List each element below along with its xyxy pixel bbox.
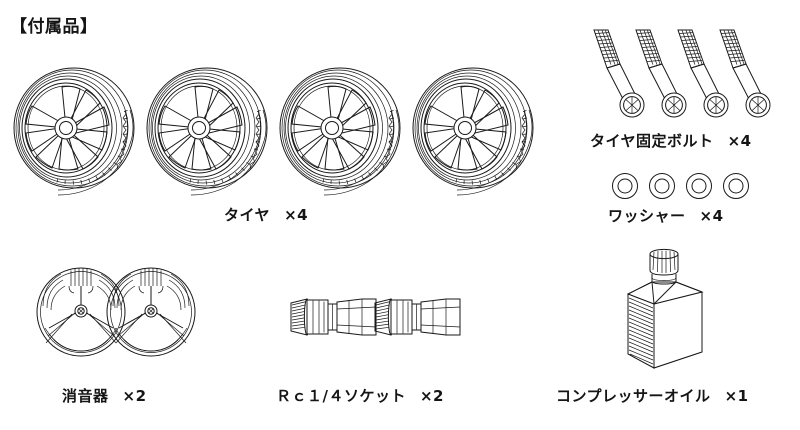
tire-label: タイヤ ×4 — [224, 204, 308, 225]
tire-fixing-bolt-label: タイヤ固定ボルト ×4 — [590, 130, 752, 151]
washer-label: ワッシャー ×4 — [608, 205, 724, 226]
washer-quantity: ×4 — [699, 207, 724, 225]
muffler-name: 消音器 — [62, 387, 109, 405]
tire-quantity: ×4 — [284, 206, 309, 224]
muffler-quantity: ×2 — [122, 387, 147, 405]
muffler-group — [36, 266, 196, 358]
compressor-oil-name: コンプレッサーオイル — [556, 387, 711, 405]
bolt-group — [592, 28, 771, 120]
tire-fixing-bolt-quantity: ×4 — [727, 132, 752, 150]
compressor-oil-label: コンプレッサーオイル ×1 — [556, 385, 749, 406]
socket-group — [290, 296, 461, 340]
page-title: 【付属品】 — [10, 17, 98, 37]
muffler-label: 消音器 ×2 — [62, 385, 147, 406]
compressor-oil-quantity: ×1 — [724, 387, 749, 405]
tire-name: タイヤ — [224, 206, 271, 224]
rc14-socket-label: Ｒｃ１/４ソケット ×2 — [276, 385, 444, 406]
rc14-socket-quantity: ×2 — [419, 387, 444, 405]
tire-fixing-bolt-name: タイヤ固定ボルト — [590, 132, 714, 150]
rc14-socket-name: Ｒｃ１/４ソケット — [276, 387, 406, 405]
tire-group — [12, 66, 552, 196]
washer-name: ワッシャー — [608, 207, 686, 225]
oil-bottle-group — [620, 244, 740, 372]
washer-group — [612, 172, 754, 202]
